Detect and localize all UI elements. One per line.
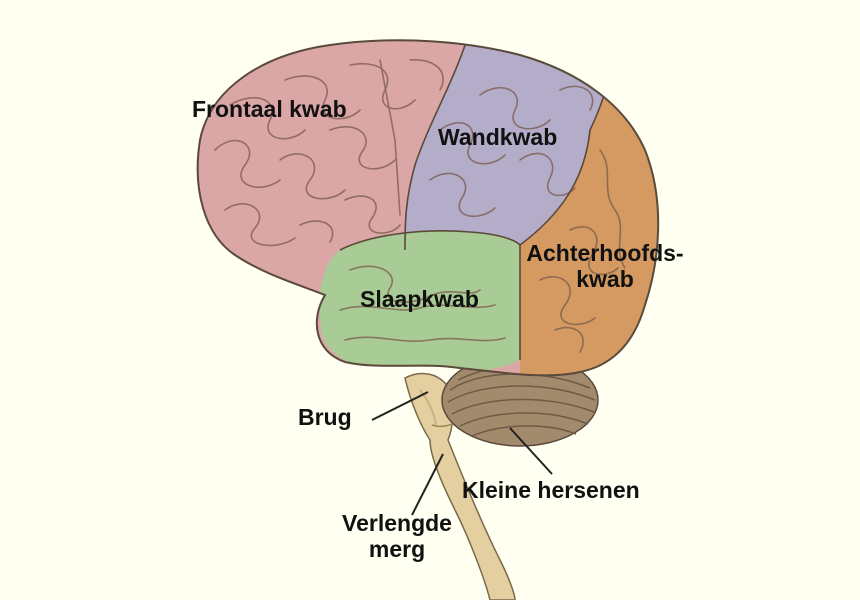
label-occipital-line2: kwab xyxy=(576,266,634,293)
label-occipital-lobe: Achterhoofds- kwab xyxy=(500,240,710,293)
label-cerebellum: Kleine hersenen xyxy=(462,477,640,503)
label-parietal-lobe: Wandkwab xyxy=(438,124,558,150)
label-occipital-line1: Achterhoofds- xyxy=(526,240,684,266)
brain-outline xyxy=(196,39,660,377)
label-medulla: Verlengde merg xyxy=(322,510,472,563)
label-temporal-lobe: Slaapkwab xyxy=(360,286,479,312)
cerebellum-leader-line xyxy=(509,427,553,475)
label-medulla-line1: Verlengde xyxy=(342,510,452,536)
medulla-leader-line xyxy=(411,453,444,516)
label-pons: Brug xyxy=(298,404,352,430)
label-frontal-lobe: Frontaal kwab xyxy=(192,96,347,122)
parietal-lobe-shape xyxy=(405,40,620,250)
label-medulla-line2: merg xyxy=(368,536,426,563)
pons-leader-line xyxy=(371,391,429,421)
